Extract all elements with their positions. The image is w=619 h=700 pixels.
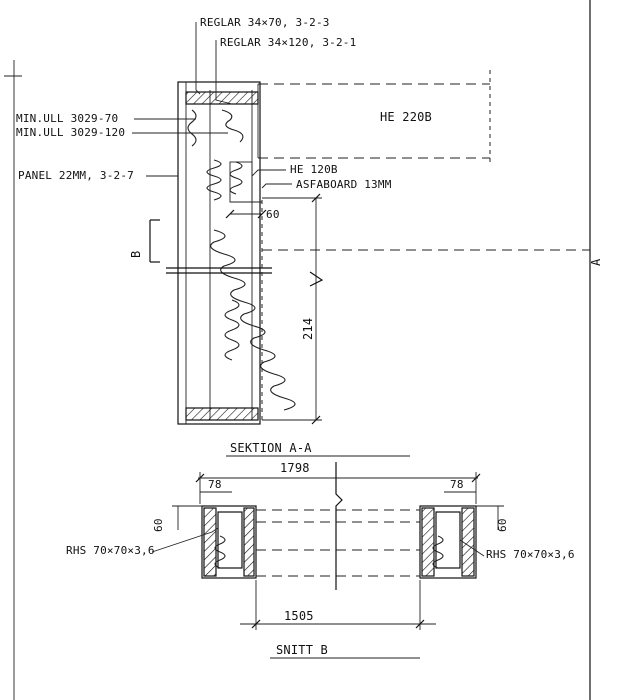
reglar-2-label: REGLAR 34×120, 3-2-1 [220,36,356,49]
section-a-title: SEKTION A-A [230,441,312,455]
reglar-1-label: REGLAR 34×70, 3-2-3 [200,16,330,29]
insulation-wave-lower-2 [224,299,240,361]
dim-1505-tick-l [251,619,261,629]
min-ull-1-label: MIN.ULL 3029-70 [16,112,118,125]
rhs-left-hatch [203,507,217,577]
panel-label: PANEL 22MM, 3-2-7 [18,169,134,182]
min-ull-2-label: MIN.ULL 3029-120 [16,126,125,139]
insulation-wave-upper [187,109,244,147]
leader-asfaboard [261,183,292,189]
dim-60-tick-r [257,209,267,219]
dim-78-right-label: 78 [450,478,464,491]
rhs-right-label: RHS 70×70×3,6 [486,548,575,561]
dim-60-left-label: 60 [152,518,165,532]
dim-214-break [309,271,324,287]
section-b-title: SNITT B [276,643,328,657]
insulation-wave-he120b [206,159,243,201]
asfaboard-label: ASFABOARD 13MM [296,178,392,191]
dim-60-right-label: 60 [496,518,509,532]
leader-rhs-right [459,539,485,557]
dim-214-tick-bot [311,415,321,425]
rhs-left-hatch-r [243,507,255,577]
rhs-right-hatch [421,507,435,577]
leader-rhs-left [151,527,219,553]
dim-1505-label: 1505 [284,609,314,623]
dim-1798-label: 1798 [280,461,310,475]
dim-60-label: 60 [266,208,280,221]
rhs-left-label: RHS 70×70×3,6 [66,544,155,557]
rhs-left-insulation [214,535,226,569]
bottom-hatch-block [185,407,259,421]
beam-b-break [335,462,343,590]
marker-a-label: A [589,258,603,266]
top-hatch-block [185,91,259,105]
marker-b-label: B [129,251,143,258]
he120b-label: HE 120B [290,163,338,176]
wall-panel-outer [177,81,261,425]
rhs-right-hatch-r [461,507,475,577]
rhs-left-tube [217,511,243,569]
rhs-left-outer [201,505,257,579]
leader-reglar-2 [215,40,233,105]
rhs-right-outer [419,505,477,579]
insulation-wave-lower [210,229,296,411]
dim-1505-tick-r [415,619,425,629]
section-snitt-b: 1798 78 78 60 60 [66,461,575,659]
section-a-a: HE 220B 60 [16,16,603,457]
rhs-right-insulation [432,535,444,569]
leader-he120b [251,169,286,177]
he220b-label: HE 220B [380,110,432,124]
dim-78-left-label: 78 [208,478,222,491]
dim-214-label: 214 [301,318,315,340]
dim-60-tick-l [225,209,235,219]
dim-214-tick-top [311,193,321,203]
leader-reglar-1 [195,22,201,95]
